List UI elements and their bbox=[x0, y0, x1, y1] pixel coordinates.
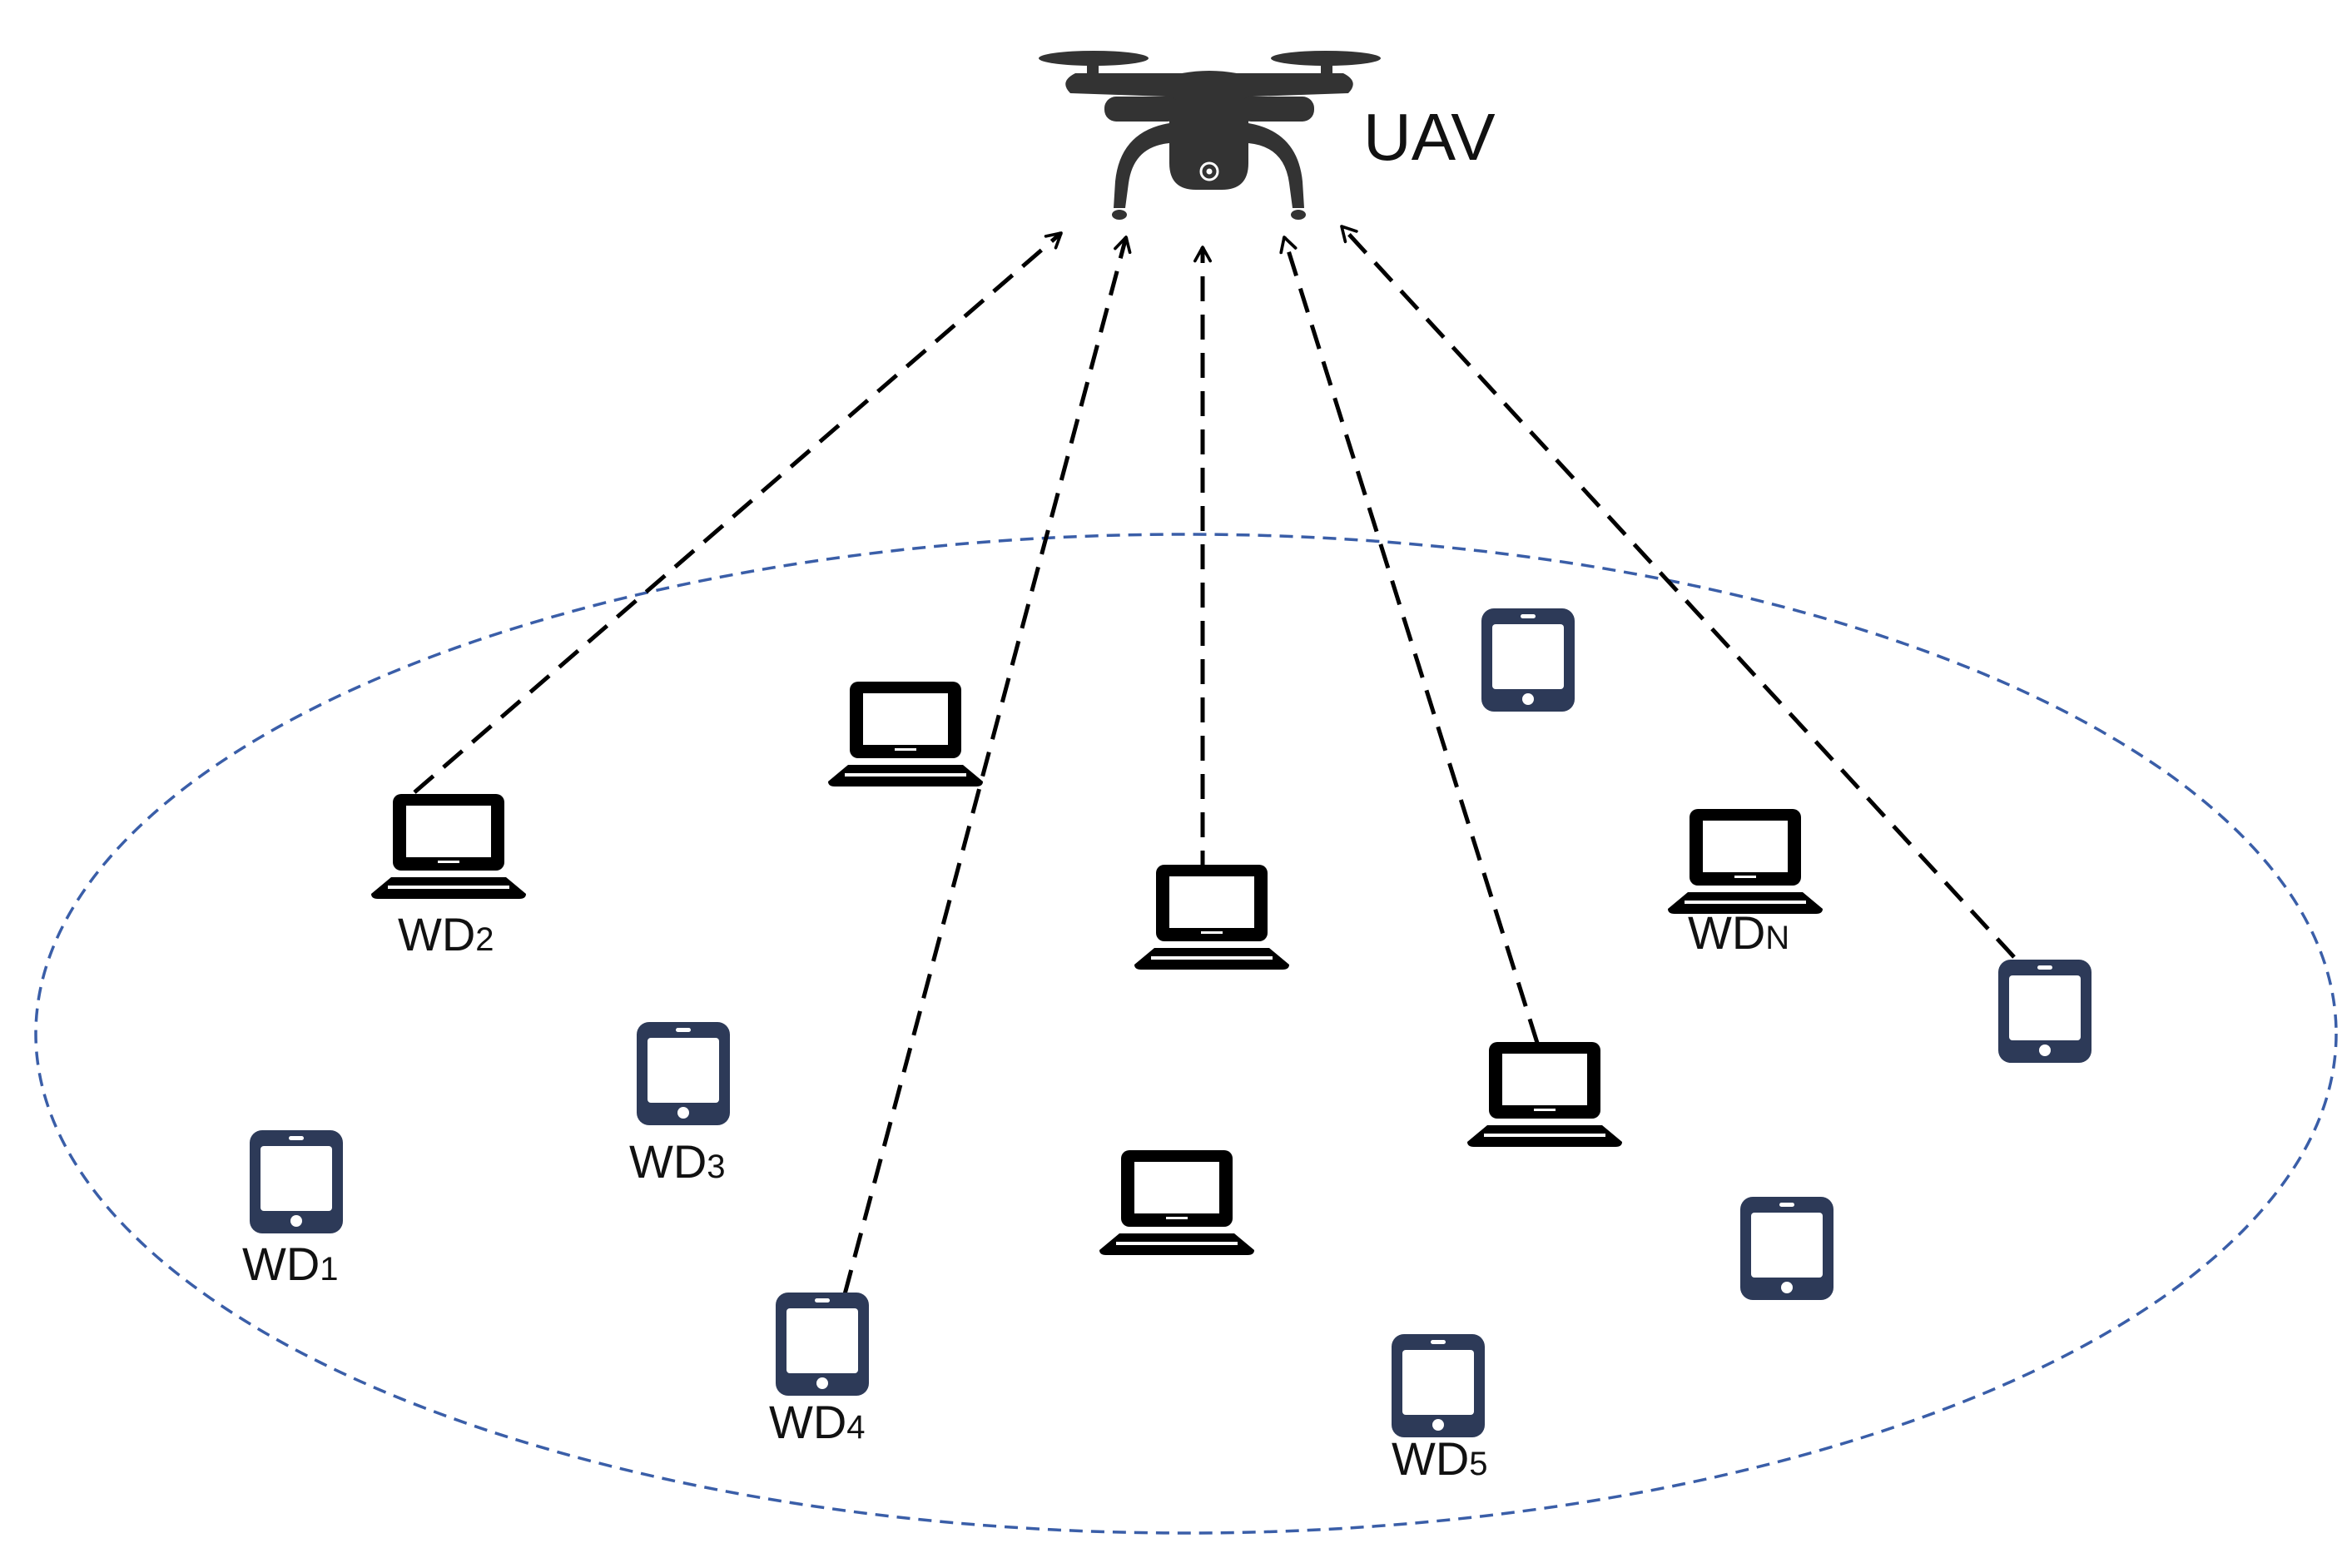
wd3-tablet-icon bbox=[637, 1022, 730, 1125]
wd1-tablet-icon bbox=[250, 1130, 343, 1233]
link-right-laptop-to-uav bbox=[1279, 236, 1540, 1044]
link-wd4-to-uav bbox=[842, 236, 1132, 1295]
laptop-a-laptop-icon bbox=[828, 682, 983, 786]
uplink-links bbox=[413, 225, 2016, 1295]
drone-icon bbox=[1039, 51, 1381, 220]
wd2-label: WD2 bbox=[398, 908, 494, 960]
link-wd2-to-uav bbox=[413, 231, 1063, 794]
coverage-area bbox=[34, 533, 2338, 1535]
laptop-right-laptop-icon bbox=[1467, 1042, 1622, 1147]
tablet-top-tablet-icon bbox=[1481, 608, 1575, 712]
wd3-label: WD3 bbox=[629, 1135, 726, 1188]
link-far-right-tablet-to-uav bbox=[1340, 225, 2016, 959]
wd4-tablet-icon bbox=[776, 1293, 869, 1396]
wdn-label: WDN bbox=[1688, 906, 1789, 959]
wd2-laptop-icon bbox=[371, 794, 526, 899]
wd5-label: WD5 bbox=[1392, 1432, 1488, 1485]
wdn-laptop-icon bbox=[1668, 809, 1823, 914]
laptop-center-laptop-icon bbox=[1134, 865, 1289, 970]
wd4-label: WD4 bbox=[769, 1396, 866, 1448]
wd5-tablet-icon bbox=[1392, 1334, 1485, 1437]
wd1-label: WD1 bbox=[242, 1238, 339, 1290]
tablet-far-right-tablet-icon bbox=[1998, 960, 2091, 1063]
uav-label: UAV bbox=[1363, 100, 1496, 174]
laptop-bottom-laptop-icon bbox=[1099, 1150, 1254, 1255]
tablet-bottom-right-tablet-icon bbox=[1740, 1197, 1833, 1300]
